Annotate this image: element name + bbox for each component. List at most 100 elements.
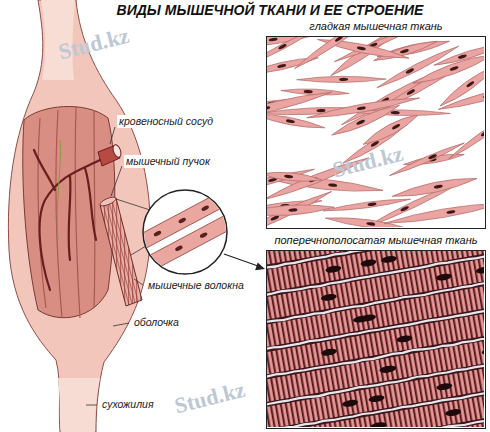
striated-fiber [267,331,484,408]
fiber-nucleus [476,265,484,274]
striated-fiber [267,411,484,427]
fiber-nucleus [436,382,453,391]
watermark: Stud.kz [172,377,248,420]
cell-nucleus [328,183,337,187]
cell-nucleus [480,129,484,137]
fiber-nucleus [379,365,396,374]
panel-heading: поперечнополосатая мышечная ткань [266,234,486,250]
leader-lines [86,127,143,405]
panel-frame [266,250,486,429]
inner-bundles [38,106,95,318]
cell-body [297,76,387,83]
cell-nucleus [339,78,348,81]
smooth-cell [306,94,420,121]
cell-body [447,108,484,161]
cell-nucleus [391,123,400,130]
cell-nucleus [268,37,277,42]
smooth-cell [433,41,484,69]
cell-nucleus [267,106,271,111]
diagram-title: ВИДЫ МЫШЕЧНОЙ ТКАНИ И ЕЕ СТРОЕНИЕ [90,2,450,18]
fiber-nucleus [380,255,397,264]
cell-body [267,170,322,184]
nerve [57,140,60,240]
striated-tissue [267,251,484,427]
cell-body [433,41,484,69]
fiber-nucleus [445,408,462,417]
cell-nucleus [366,222,375,226]
cell-nucleus [278,43,287,50]
fiber-nucleus [368,394,385,403]
fiber-nucleus [370,421,387,427]
magnified-fibers [128,189,243,274]
fiber-nucleus [320,293,337,302]
cell-body [293,37,384,72]
cell-nucleus [367,202,376,206]
cell-nucleus [458,54,468,60]
cell-nucleus [405,68,414,75]
cell-nucleus [466,80,475,88]
smooth-cell [391,174,478,201]
cell-body [267,88,333,125]
part-label: оболочка [132,316,181,329]
muscle-body [8,0,150,432]
cell-nucleus [428,154,438,161]
tissue-panel: поперечнополосатая мышечная ткань [266,234,486,429]
cell-nucleus [400,48,410,54]
cell-nucleus [357,46,366,51]
pointer-arrow [224,254,265,270]
part-label: мышечный пучок [124,155,212,168]
smooth-cell [447,108,484,161]
smooth-cell [267,170,322,184]
fiber-membrane [267,408,484,427]
cell-nucleus [391,111,400,114]
striated-fiber [267,384,484,427]
smooth-cell [384,199,484,227]
smooth-cell [297,76,387,83]
cell-body [306,94,420,121]
smooth-tissue [267,37,484,227]
watermark: Stud.kz [330,141,406,184]
cell-nucleus [286,119,295,124]
cell-body [267,202,335,218]
muscle-bundle [99,195,142,306]
fiber-nucleus [360,258,377,267]
part-label: мышечные волокна [146,279,246,292]
cell-nucleus [334,37,343,43]
cell-nucleus [277,63,286,68]
tendon-bottom [58,378,100,432]
fiber-nucleus [396,334,413,343]
cell-nucleus [483,93,484,98]
cell-body [391,174,478,201]
fiber-nucleus [435,273,452,282]
smooth-cell [293,37,384,72]
panel-frame [266,36,486,229]
cell-nucleus [288,208,297,212]
cell-nucleus [316,109,325,113]
fiber-nucleus [481,347,484,356]
watermark: Stud.kz [56,23,132,66]
fiber-nucleus [342,399,359,408]
panel-heading: гладкая мышечная ткань [266,20,486,36]
cell-nucleus [446,210,455,215]
muscle-cutaway [23,106,115,317]
part-label: кровеносный сосуд [117,115,215,128]
cell-nucleus [449,66,459,72]
smooth-cell [267,88,333,125]
vessel-tube [98,144,123,166]
cell-nucleus [284,175,293,179]
cell-body [384,199,484,227]
cell-nucleus [434,184,443,189]
cell-nucleus [357,106,366,111]
cell-nucleus [400,205,410,212]
cell-nucleus [356,119,366,126]
blood-vessels [34,150,100,290]
smooth-cell [267,202,335,218]
fiber-nucleus [321,348,338,357]
tissue-panel: гладкая мышечная ткань [266,20,486,229]
cell-nucleus [304,90,313,94]
fiber-nucleus [325,265,342,274]
part-label: сухожилия [100,398,156,411]
fiber-group [267,251,484,427]
